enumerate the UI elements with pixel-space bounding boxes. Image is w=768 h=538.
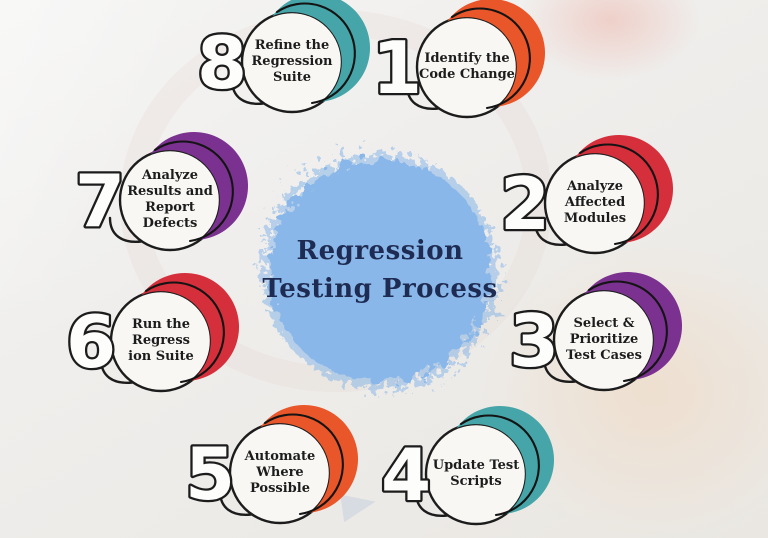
crescent-inner-arc bbox=[144, 281, 225, 384]
number-tail bbox=[414, 490, 449, 517]
step-ring: 1 bbox=[370, 0, 545, 119]
step-crescent bbox=[447, 0, 545, 107]
step-label-line: Suite bbox=[272, 69, 312, 85]
step-number: 4 bbox=[381, 433, 431, 517]
step-label-line: Automate bbox=[244, 449, 316, 465]
step-ring: 3 bbox=[507, 271, 683, 392]
step-label-line: Regression bbox=[251, 54, 333, 70]
number-tail bbox=[533, 219, 568, 246]
step-number: 7 bbox=[75, 159, 125, 243]
center-circle: Regression Testing Process bbox=[240, 131, 520, 411]
step-crescent bbox=[260, 404, 359, 513]
step-circle-bg bbox=[426, 424, 526, 524]
step-label-line: Defects bbox=[142, 215, 198, 231]
step-ring: 2 bbox=[498, 134, 674, 255]
step-number: 2 bbox=[500, 162, 550, 246]
step-crescent bbox=[575, 134, 674, 243]
number-tail bbox=[542, 356, 577, 383]
step-label-line: Where bbox=[256, 465, 304, 481]
step-ring: 5 bbox=[183, 404, 359, 525]
number-tail bbox=[108, 216, 143, 243]
crescent-inner-arc bbox=[587, 280, 668, 383]
step-number: 3 bbox=[509, 299, 559, 383]
step-ring: 8 bbox=[195, 0, 370, 114]
step-circle-bg bbox=[417, 17, 517, 117]
step-number: 8 bbox=[197, 21, 247, 105]
step-number: 1 bbox=[372, 26, 422, 110]
step-label-line: Report bbox=[145, 200, 195, 215]
step-circle-bg bbox=[242, 12, 342, 112]
step-circle-bg bbox=[230, 423, 330, 523]
step-label-line: Analyze bbox=[566, 179, 624, 195]
step-circle-bg bbox=[120, 150, 220, 250]
step-label-line: Prioritize bbox=[569, 332, 639, 348]
crescent-inner-arc bbox=[153, 140, 234, 243]
step-crescent bbox=[150, 131, 249, 240]
step-ring: 4 bbox=[379, 405, 555, 526]
step-label-line: Refine the bbox=[254, 38, 330, 54]
center-title-line2: Testing Process bbox=[262, 274, 498, 304]
step-circle-bg bbox=[554, 290, 654, 390]
step-label-line: Possible bbox=[250, 480, 310, 496]
step-label-line: Affected bbox=[564, 195, 626, 211]
number-tail bbox=[230, 78, 265, 105]
crescent-inner-arc bbox=[275, 2, 356, 105]
step-ring: 7 bbox=[73, 131, 249, 252]
step-label-line: Modules bbox=[563, 210, 627, 226]
step-crescent bbox=[584, 271, 683, 380]
step-label-line: Test Cases bbox=[566, 347, 642, 363]
step-ring: 6 bbox=[64, 272, 240, 393]
step-label-line: Run the bbox=[132, 317, 190, 333]
center-spray-circle bbox=[262, 153, 498, 389]
step-label-line: Analyze bbox=[141, 168, 199, 184]
step-circle-bg bbox=[111, 291, 211, 391]
crescent-inner-arc bbox=[578, 143, 659, 246]
crescent-inner-arc bbox=[450, 7, 531, 110]
step-crescent bbox=[141, 272, 240, 381]
step-label-line: Identify the bbox=[424, 51, 510, 67]
crescent-inner-arc bbox=[263, 413, 344, 516]
number-tail bbox=[405, 83, 440, 110]
step-label-line: Update Test bbox=[432, 458, 520, 474]
center-title-line1: Regression bbox=[296, 236, 464, 267]
crescent-inner-arc bbox=[459, 414, 540, 517]
step-label-line: Code Change bbox=[419, 67, 515, 82]
number-tail bbox=[218, 489, 253, 516]
step-label-line: Regress bbox=[132, 333, 190, 349]
step-label-line: Select & bbox=[573, 316, 635, 332]
number-tail bbox=[99, 357, 134, 384]
step-crescent bbox=[456, 405, 555, 514]
step-number: 6 bbox=[66, 300, 116, 384]
step-label-line: Scripts bbox=[450, 474, 502, 489]
center-title: Regression Testing Process bbox=[240, 131, 520, 411]
step-label-line: ion Suite bbox=[128, 348, 194, 364]
step-circle-bg bbox=[545, 153, 645, 253]
step-number: 5 bbox=[185, 432, 235, 516]
step-label-line: Results and bbox=[127, 184, 213, 200]
spray-body bbox=[269, 160, 491, 382]
